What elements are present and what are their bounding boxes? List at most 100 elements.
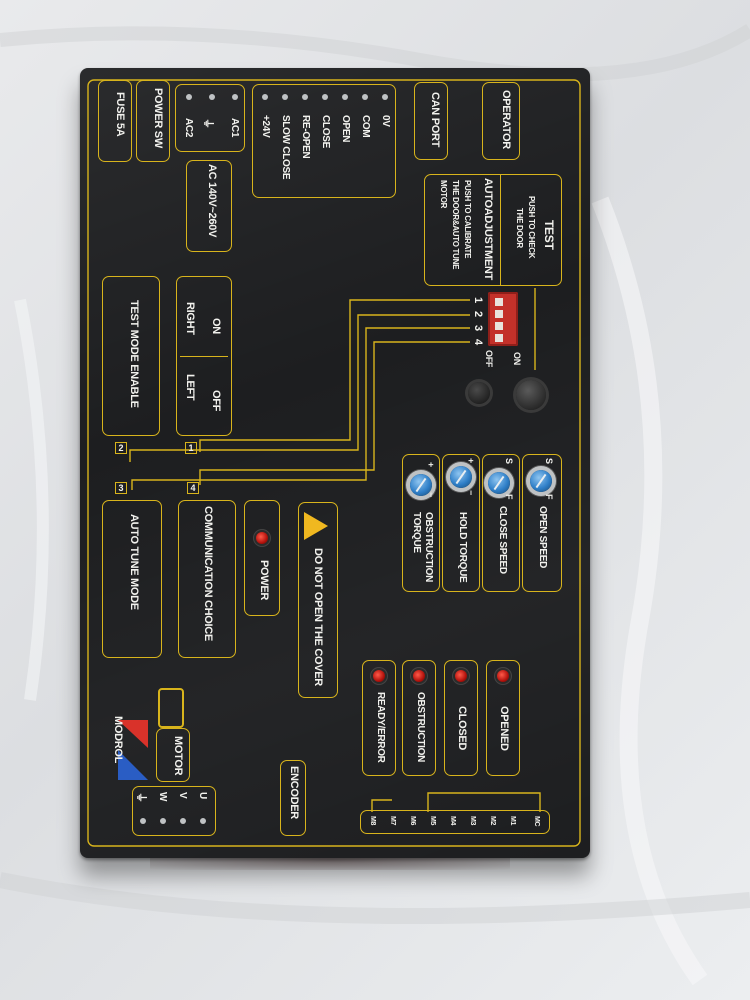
test-desc-line2: THE DOOR [515,208,524,248]
dip-num-3: 3 [472,325,484,331]
switch3-number: 3 [115,482,127,494]
obstruction-torque-label: OBSTRUCTION TORQUE [411,512,434,583]
terminal-open: OPEN [340,115,351,143]
motor-label: MOTOR [172,736,184,776]
power-switch-box [136,80,170,162]
terminal-reopen: RE-OPEN [300,115,311,159]
auto-tune-box [102,500,162,658]
switch1-off: OFF [210,390,222,412]
can-port-label: CAN PORT [429,92,441,148]
terminal-close: CLOSE [320,115,331,148]
open-speed-f: F [544,494,554,500]
power-led-box [244,500,280,616]
fuse-box [98,80,132,162]
terminal-slow-close: SLOW CLOSE [280,115,291,180]
obstruction-torque-knob[interactable] [410,474,432,496]
autoadjust-title: AUTOADJUSTMENT [482,178,494,280]
hold-torque-label: HOLD TORQUE [457,512,468,583]
power-led-label: POWER [258,560,270,601]
motor-icon [158,688,184,728]
switch1-on: ON [210,318,222,334]
test-mode-label: TEST MODE ENABLE [128,300,140,408]
relay-mc: MC [533,816,540,827]
relay-m4: M4 [449,816,456,826]
motor-terminal-u: U [197,792,208,799]
ac1-label: AC1 [229,118,240,138]
dip-on-label: ON [512,352,522,365]
switch4-number: 4 [187,482,199,494]
brand-label: MODROL [112,716,124,764]
open-speed-knob[interactable] [530,470,552,492]
terminal-0v: 0V [380,115,391,127]
dip-switch[interactable] [488,292,518,346]
obstruction-led-box [402,660,436,776]
obstruction-torque-plus: + [426,462,436,467]
closed-led [455,670,467,682]
ready-error-label: READY/ERROR [375,692,386,763]
ac-range-label: AC 140V~260V [206,164,218,238]
operator-box [482,82,520,160]
close-speed-s: S [504,458,514,464]
close-speed-label: CLOSE SPEED [497,506,508,574]
warning-label: DO NOT OPEN THE COVER [312,548,324,686]
autoadjust-desc-line3: MOTOR [439,180,448,209]
test-button[interactable] [516,380,546,410]
switch2-number: 2 [115,442,127,454]
operator-label: OPERATOR [500,90,512,149]
hold-torque-knob[interactable] [450,466,472,488]
dip-off-label: OFF [484,350,494,368]
terminal-24v: +24V [260,115,271,138]
encoder-box [280,760,306,836]
relay-m7: M7 [389,816,396,826]
dip-num-1: 1 [472,297,484,303]
relay-m2: M2 [489,816,496,826]
test-autoadjust-box [424,174,562,286]
encoder-label: ENCODER [288,766,300,819]
ac2-label: AC2 [183,118,194,138]
obstruction-led-label: OBSTRUCTION [415,692,426,763]
test-desc-line1: PUSH TO CHECK [527,196,536,259]
close-speed-knob[interactable] [488,472,510,494]
terminal-com: COM [360,115,371,138]
communication-box [178,500,236,658]
close-speed-f: F [504,494,514,500]
warning-box [298,502,338,698]
opened-led-label: OPENED [498,706,510,751]
relay-m5: M5 [429,816,436,826]
dip-num-4: 4 [472,339,484,345]
fuse-label: FUSE 5A [114,92,126,137]
motor-terminal-ground: ⏚ [135,792,147,803]
direction-switch-box [176,276,232,436]
switch1-left: LEFT [184,374,196,401]
autoadjust-button[interactable] [468,382,490,404]
closed-led-label: CLOSED [456,706,468,751]
hold-torque-minus: − [466,490,476,495]
motor-terminal-v: V [177,792,188,799]
hold-torque-box [442,454,480,592]
motor-terminal-w: W [157,792,168,802]
obstruction-torque-minus: − [426,492,436,497]
opened-led [497,670,509,682]
communication-label: COMMUNICATION CHOICE [202,506,214,641]
test-mode-box [102,276,160,436]
open-speed-label: OPEN SPEED [537,506,548,569]
ac-terminal-block [175,84,245,152]
signal-terminal-block [252,84,396,198]
ready-error-box [362,660,396,776]
autoadjust-desc-line1: PUSH TO CALIBRATE [463,180,472,259]
relay-m8: M8 [369,816,376,826]
power-switch-label: POWER SW [152,88,164,148]
obstruction-led [413,670,425,682]
modrol-logo [112,720,152,784]
auto-tune-label: AUTO TUNE MODE [128,514,140,610]
autoadjust-desc-line2: THE DOOR&AUTO TUNE [451,180,460,270]
ground-label: ⏚ [202,118,214,129]
relay-m6: M6 [409,816,416,826]
motor-box [156,728,190,782]
relay-terminal-strip [360,810,550,834]
switch1-number: 1 [185,442,197,454]
closed-led-box [444,660,478,776]
ready-error-led [373,670,385,682]
